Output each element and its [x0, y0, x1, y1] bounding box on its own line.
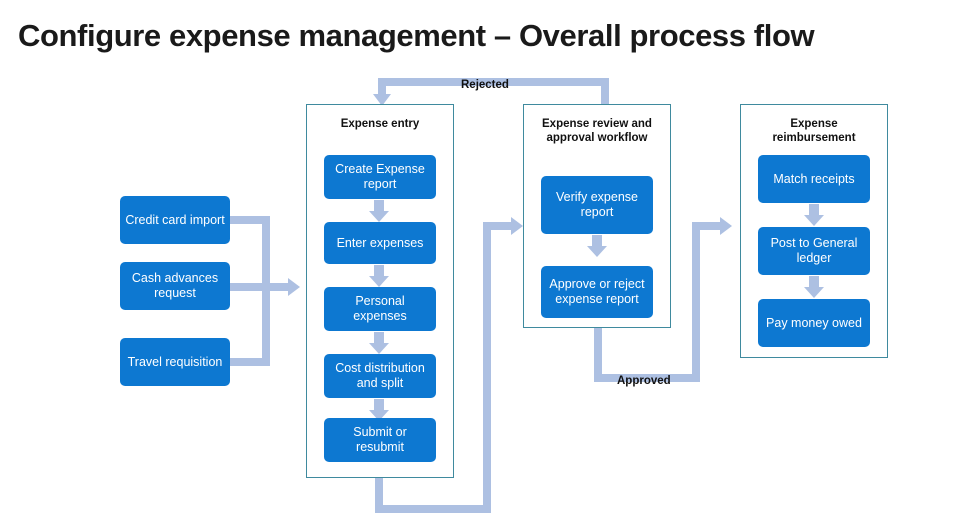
- submit-connector-riser: [483, 222, 491, 510]
- approved-connector-bottom: [594, 374, 700, 382]
- input-box-label: Credit card import: [125, 212, 225, 227]
- rejected-connector-horizontal: [378, 78, 609, 86]
- step-match-receipts[interactable]: Match receipts: [758, 155, 870, 203]
- step-label: Personal expenses: [353, 294, 407, 323]
- input-box-travel-requisition[interactable]: Travel requisition: [120, 338, 230, 386]
- submit-connector-arrowhead: [511, 217, 523, 235]
- step-approve-or-reject-expense-report[interactable]: Approve or reject expense report: [541, 266, 653, 318]
- lane-title-expense-entry: Expense entry: [340, 118, 420, 130]
- step-label: Cost distribution and split: [335, 361, 425, 390]
- input-connector-travel: [230, 358, 270, 366]
- lane-title-expense-review: Expense review and approval workflow: [542, 118, 652, 144]
- step-label: Enter expenses: [336, 235, 424, 250]
- step-label: Create Expense report: [335, 162, 425, 191]
- step-create-expense-report[interactable]: Create Expense report: [324, 155, 436, 199]
- input-box-label: Cash advances request: [131, 271, 219, 300]
- rejected-connector-right-riser: [601, 78, 609, 106]
- step-enter-expenses[interactable]: Enter expenses: [324, 222, 436, 264]
- approved-connector-into-reimbursement: [692, 222, 724, 230]
- rejected-connector-left-drop: [378, 78, 386, 96]
- input-box-cash-advances-request[interactable]: Cash advances request: [120, 262, 230, 310]
- submit-connector-bottom: [375, 505, 491, 513]
- step-post-to-general-ledger[interactable]: Post to General ledger: [758, 227, 870, 275]
- step-submit-or-resubmit[interactable]: Submit or resubmit: [324, 418, 436, 462]
- step-label: Pay money owed: [766, 315, 862, 330]
- approved-connector-riser: [692, 222, 700, 378]
- approved-connector-drop: [594, 328, 602, 382]
- step-label: Submit or resubmit: [353, 425, 407, 454]
- input-connector-credit-card: [230, 216, 270, 224]
- input-merge-arrowhead: [288, 278, 300, 296]
- edge-label-approved: Approved: [617, 375, 671, 387]
- input-box-credit-card-import[interactable]: Credit card import: [120, 196, 230, 244]
- arrow-enter-to-personal: [369, 265, 389, 287]
- arrow-create-to-enter: [369, 200, 389, 222]
- arrow-match-to-post: [804, 204, 824, 226]
- page-title: Configure expense management – Overall p…: [18, 18, 815, 53]
- step-label: Post to General ledger: [770, 236, 858, 265]
- step-pay-money-owed[interactable]: Pay money owed: [758, 299, 870, 347]
- submit-connector-into-review: [483, 222, 515, 230]
- step-personal-expenses[interactable]: Personal expenses: [324, 287, 436, 331]
- step-label: Approve or reject expense report: [549, 277, 645, 306]
- submit-connector-drop: [375, 478, 383, 513]
- arrow-verify-to-approve: [587, 235, 607, 257]
- arrow-post-to-pay: [804, 276, 824, 298]
- step-label: Match receipts: [773, 171, 855, 186]
- approved-connector-arrowhead: [720, 217, 732, 235]
- input-box-label: Travel requisition: [127, 354, 223, 369]
- rejected-arrowhead: [373, 94, 391, 106]
- step-cost-distribution-and-split[interactable]: Cost distribution and split: [324, 354, 436, 398]
- input-merge-bus: [262, 216, 270, 366]
- lane-title-expense-reimbursement: Expense reimbursement: [772, 118, 856, 144]
- step-verify-expense-report[interactable]: Verify expense report: [541, 176, 653, 234]
- arrow-personal-to-cost: [369, 332, 389, 354]
- arrow-cost-to-submit: [369, 399, 389, 421]
- edge-label-rejected: Rejected: [461, 79, 509, 91]
- step-label: Verify expense report: [556, 190, 638, 219]
- input-connector-cash-advances: [230, 283, 288, 291]
